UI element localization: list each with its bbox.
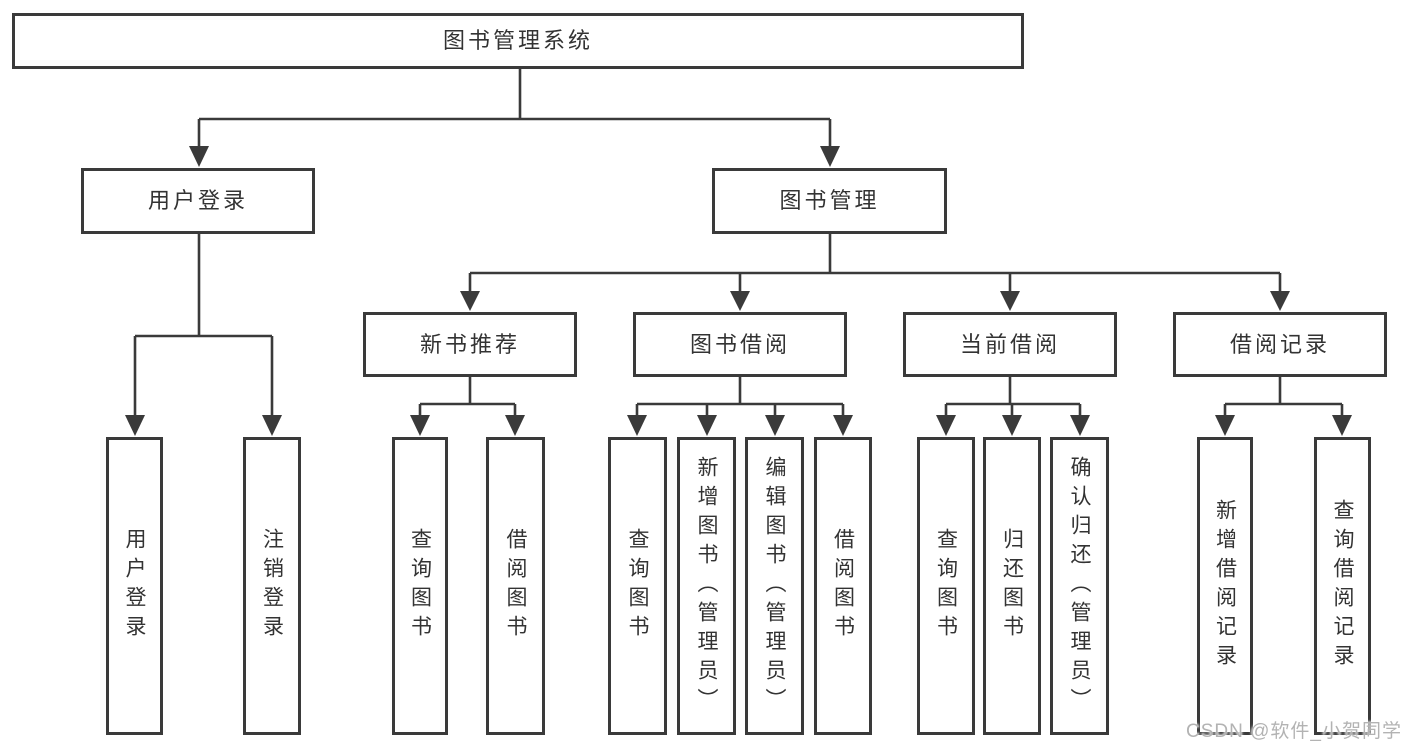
- leaf-records-query-record-label: 查询借阅记录: [1331, 499, 1354, 673]
- arrowheads: [125, 146, 1352, 436]
- leaf-records-add-record: 新增借阅记录: [1197, 437, 1253, 735]
- leaf-borrowing-add-books-admin-label: 新增图书（管理员）: [695, 455, 718, 717]
- node-current-borrowing: 当前借阅: [903, 312, 1117, 377]
- node-library-system: 图书管理系统: [12, 13, 1024, 69]
- leaf-borrowing-borrow-books-label: 借阅图书: [831, 528, 855, 644]
- connector-mgmt-to-level3: [468, 234, 1282, 294]
- leaf-current-confirm-return-admin: 确认归还（管理员）: [1050, 437, 1109, 735]
- leaf-recommend-query-books-label: 查询图书: [408, 528, 432, 644]
- leaf-current-confirm-return-admin-label: 确认归还（管理员）: [1068, 455, 1091, 717]
- node-borrowing-records: 借阅记录: [1173, 312, 1387, 377]
- node-new-book-recommend: 新书推荐: [363, 312, 577, 377]
- node-new-book-recommend-label: 新书推荐: [419, 331, 520, 357]
- leaf-borrowing-edit-books-admin-label: 编辑图书（管理员）: [763, 455, 786, 717]
- node-borrowing-records-label: 借阅记录: [1229, 331, 1330, 357]
- connector-borrow-to-leaves: [635, 377, 845, 419]
- leaf-current-query-books: 查询图书: [917, 437, 975, 735]
- connector-record-to-leaves: [1223, 377, 1344, 419]
- connector-root-to-level2: [197, 69, 832, 149]
- connector-login-to-leaves: [133, 234, 274, 419]
- leaf-user-login-label: 用户登录: [123, 528, 146, 644]
- leaf-recommend-borrow-books-label: 借阅图书: [504, 528, 527, 644]
- leaf-borrowing-query-books-label: 查询图书: [626, 528, 649, 644]
- node-book-borrowing-label: 图书借阅: [689, 331, 790, 357]
- leaf-current-return-books-label: 归还图书: [1000, 528, 1024, 644]
- leaf-borrowing-add-books-admin: 新增图书（管理员）: [677, 437, 736, 735]
- node-user-login: 用户登录: [81, 168, 315, 234]
- node-user-login-label: 用户登录: [147, 188, 248, 213]
- leaf-borrowing-query-books: 查询图书: [608, 437, 667, 735]
- leaf-current-return-books: 归还图书: [983, 437, 1041, 735]
- leaf-records-query-record: 查询借阅记录: [1314, 437, 1371, 735]
- node-current-borrowing-label: 当前借阅: [959, 331, 1060, 357]
- leaf-logout: 注销登录: [243, 437, 301, 735]
- leaf-logout-label: 注销登录: [260, 528, 284, 644]
- leaf-borrowing-edit-books-admin: 编辑图书（管理员）: [745, 437, 804, 735]
- connector-current-to-leaves: [944, 377, 1082, 419]
- leaf-records-add-record-label: 新增借阅记录: [1213, 499, 1237, 673]
- leaf-user-login: 用户登录: [106, 437, 163, 735]
- leaf-recommend-query-books: 查询图书: [392, 437, 448, 735]
- node-book-management-label: 图书管理: [779, 188, 880, 213]
- leaf-current-query-books-label: 查询图书: [934, 528, 958, 644]
- csdn-watermark: CSDN @软件_小贺同学: [1186, 721, 1402, 742]
- leaf-borrowing-borrow-books: 借阅图书: [814, 437, 872, 735]
- connector-newrec-to-leaves: [418, 377, 517, 419]
- node-library-system-label: 图书管理系统: [442, 28, 593, 53]
- leaf-recommend-borrow-books: 借阅图书: [486, 437, 545, 735]
- node-book-borrowing: 图书借阅: [633, 312, 847, 377]
- node-book-management: 图书管理: [712, 168, 947, 234]
